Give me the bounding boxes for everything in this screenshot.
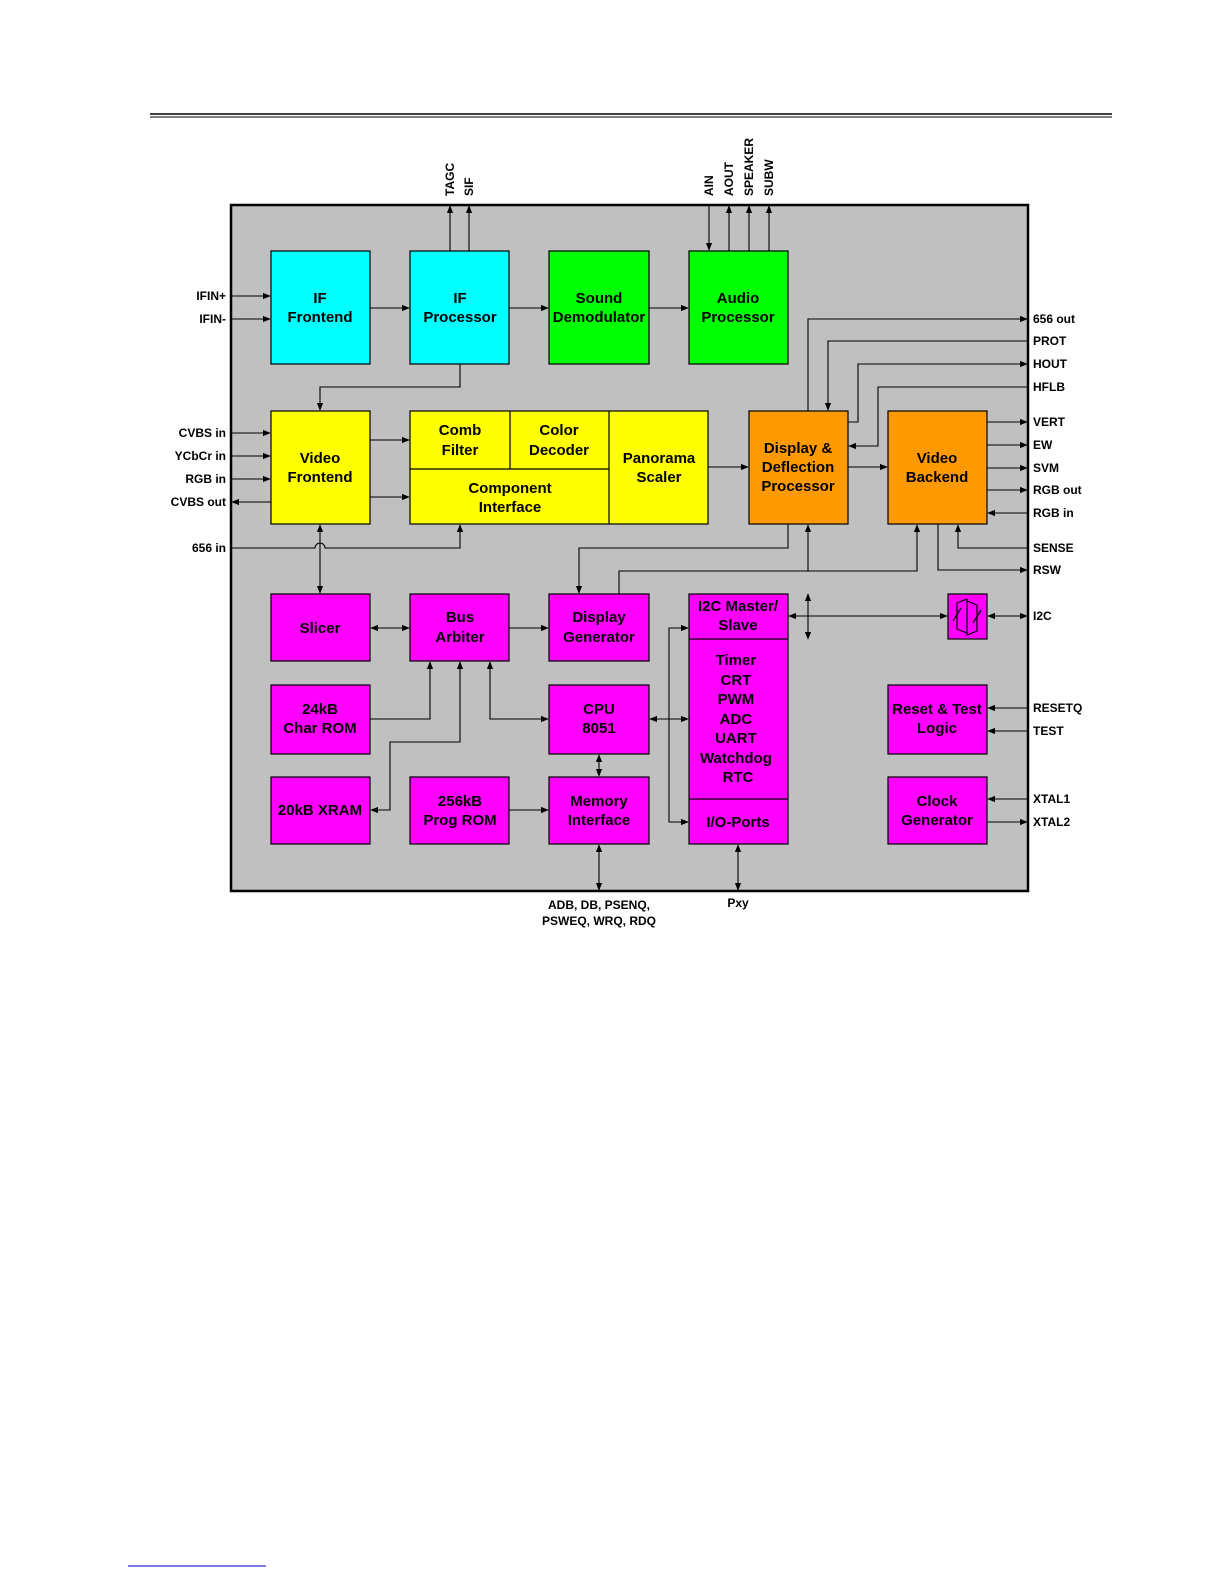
pin-pxy: Pxy — [727, 896, 749, 910]
block-sound-demodulator — [548, 250, 650, 365]
pin-resetq: RESETQ — [1033, 701, 1082, 715]
block-if-frontend — [270, 250, 371, 365]
label-i2c-master: I2C Master/Slave — [698, 598, 779, 634]
block-display-generator — [548, 593, 650, 662]
pin-svm: SVM — [1033, 461, 1059, 475]
pin-cvbs-in: CVBS in — [179, 426, 226, 440]
block-i2c-buffer — [947, 593, 988, 640]
pin-xtal2: XTAL2 — [1033, 815, 1070, 829]
pin-prot: PROT — [1033, 334, 1067, 348]
block-xram — [270, 776, 371, 845]
pin-xtal1: XTAL1 — [1033, 792, 1070, 806]
pin-rgb-in-left: RGB in — [185, 472, 226, 486]
wires — [231, 205, 1028, 891]
pin-sense: SENSE — [1033, 541, 1074, 555]
pin-cvbs-out: CVBS out — [171, 495, 226, 509]
label-io-ports: I/O-Ports — [706, 814, 769, 831]
block-peripherals-column — [688, 593, 789, 845]
pin-hout: HOUT — [1033, 357, 1068, 371]
block-cpu — [548, 684, 650, 755]
pin-rgb-in-right: RGB in — [1033, 506, 1074, 520]
pin-ycbcr-in: YCbCr in — [175, 449, 226, 463]
pin-speaker: SPEAKER — [742, 138, 756, 196]
pin-656-out: 656 out — [1033, 312, 1075, 326]
block-if-processor — [409, 250, 510, 365]
block-prog-rom — [409, 776, 510, 845]
pin-vert: VERT — [1033, 415, 1066, 429]
pin-ain: AIN — [702, 175, 716, 196]
pin-test: TEST — [1033, 724, 1064, 738]
block-audio-processor — [688, 250, 789, 365]
block-char-rom — [270, 684, 371, 755]
label-xram: 20kB XRAM — [278, 802, 362, 819]
pin-rgb-out: RGB out — [1033, 483, 1082, 497]
block-bus-arbiter — [409, 593, 510, 662]
block-memory-interface — [548, 776, 650, 845]
block-reset-test — [887, 684, 988, 755]
pin-hflb: HFLB — [1033, 380, 1065, 394]
pin-rsw: RSW — [1033, 563, 1062, 577]
block-clock-generator — [887, 776, 988, 845]
pin-memory-bus-line1: ADB, DB, PSENQ, — [548, 898, 650, 912]
block-video-frontend — [270, 410, 371, 525]
pin-aout: AOUT — [722, 161, 736, 196]
pin-memory-bus-line2: PSWEQ, WRQ, RDQ — [542, 914, 656, 928]
label-slicer: Slicer — [300, 620, 341, 637]
block-yellow-group — [409, 410, 709, 525]
pin-sif: SIF — [462, 177, 476, 196]
pin-labels: IFIN+ IFIN- CVBS in YCbCr in RGB in CVBS… — [171, 138, 1083, 928]
pin-subw: SUBW — [762, 159, 776, 196]
pin-tagc: TAGC — [443, 163, 457, 196]
pin-656-in: 656 in — [192, 541, 226, 555]
block-slicer — [270, 593, 371, 662]
block-video-backend — [887, 410, 988, 525]
label-peripherals: Timer CRT PWM ADC UART Watchdog RTC — [700, 652, 776, 786]
pin-ifin-minus: IFIN- — [199, 312, 226, 326]
pin-ew: EW — [1033, 438, 1053, 452]
pin-ifin-plus: IFIN+ — [196, 289, 226, 303]
pin-i2c: I2C — [1033, 609, 1052, 623]
